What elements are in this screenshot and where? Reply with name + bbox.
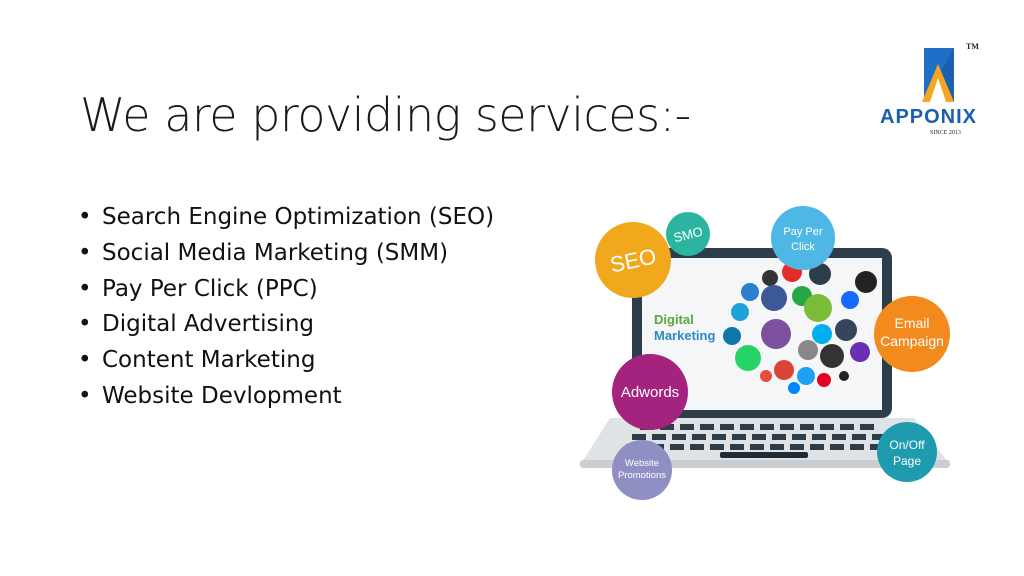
spiral-icon xyxy=(731,303,749,321)
email-label-line2: Campaign xyxy=(880,333,944,349)
onoff-label-line2: Page xyxy=(893,454,921,468)
red-dot-icon xyxy=(760,370,772,382)
whatsapp-icon xyxy=(735,345,761,371)
website-label-line2: Promotions xyxy=(618,470,666,481)
wordpress-icon xyxy=(762,270,778,286)
seo-bubble: SEO xyxy=(595,222,671,298)
onoff-label-line1: On/Off xyxy=(889,438,925,452)
adwords-label: Adwords xyxy=(621,384,679,401)
twitter-icon xyxy=(797,367,815,385)
social-icons-cluster xyxy=(723,262,877,394)
services-list: • Search Engine Optimization (SEO) • Socia… xyxy=(78,200,494,415)
onoff-page-bubble: On/Off Page xyxy=(877,422,937,482)
bullet-glyph: • xyxy=(78,239,92,266)
small-dot-icon xyxy=(839,371,849,381)
linkedin-icon xyxy=(723,327,741,345)
list-item: • Content Marketing xyxy=(78,343,494,379)
bullet-glyph: • xyxy=(78,382,92,409)
ppc-bubble: Pay Per Click xyxy=(771,206,835,270)
list-item: • Pay Per Click (PPC) xyxy=(78,272,494,308)
ppc-label-line1: Pay Per xyxy=(783,226,822,238)
android-icon xyxy=(804,294,832,322)
viber-icon xyxy=(761,319,791,349)
ppc-label-line2: Click xyxy=(791,241,815,253)
email-label-line1: Email xyxy=(894,315,929,331)
bullet-glyph: • xyxy=(78,275,92,302)
list-item: • Search Engine Optimization (SEO) xyxy=(78,200,494,236)
screen-title-line1: Digital xyxy=(654,312,694,327)
bullet-glyph: • xyxy=(78,204,92,230)
logo-since: SINCE 2013 xyxy=(930,130,961,136)
list-item: • Website Devlopment xyxy=(78,379,494,415)
apple-icon xyxy=(798,340,818,360)
service-label: Content Marketing xyxy=(102,347,316,374)
behance-icon xyxy=(841,291,859,309)
skype-icon xyxy=(812,324,832,344)
yahoo-icon xyxy=(850,342,870,362)
website-label-line1: Website xyxy=(625,458,659,469)
adwords-bubble: Adwords xyxy=(612,354,688,430)
logo-name: APPONIX xyxy=(880,106,978,128)
list-item: • Digital Advertising xyxy=(78,307,494,343)
list-item: • Social Media Marketing (SMM) xyxy=(78,236,494,272)
pinterest-icon xyxy=(817,373,831,387)
service-label: Digital Advertising xyxy=(102,311,315,338)
logo-tm: TM xyxy=(966,42,979,51)
apponix-logo xyxy=(922,48,954,102)
service-label: Pay Per Click (PPC) xyxy=(102,275,318,302)
messenger-icon xyxy=(788,382,800,394)
website-promotions-bubble: Website Promotions xyxy=(612,440,672,500)
tumblr-icon xyxy=(835,319,857,341)
service-label: Website Devlopment xyxy=(102,382,342,409)
email-campaign-bubble: Email Campaign xyxy=(874,296,950,372)
service-label: Search Engine Optimization (SEO) xyxy=(102,204,495,230)
slide-title: We are providing services:- xyxy=(80,88,691,142)
google-icon xyxy=(774,360,794,380)
service-label: Social Media Marketing (SMM) xyxy=(102,239,449,266)
facebook-icon xyxy=(761,285,787,311)
instagram-icon xyxy=(809,263,831,285)
screen-title-line2: Marketing xyxy=(654,328,715,343)
windows-icon xyxy=(820,344,844,368)
smo-bubble: SMO xyxy=(666,212,710,256)
blackberry-icon xyxy=(855,271,877,293)
dropbox-icon xyxy=(741,283,759,301)
digital-marketing-illustration: Digital Marketing xyxy=(580,206,950,500)
smo-label: SMO xyxy=(672,224,704,246)
bullet-glyph: • xyxy=(78,311,92,338)
bullet-glyph: • xyxy=(78,347,92,374)
